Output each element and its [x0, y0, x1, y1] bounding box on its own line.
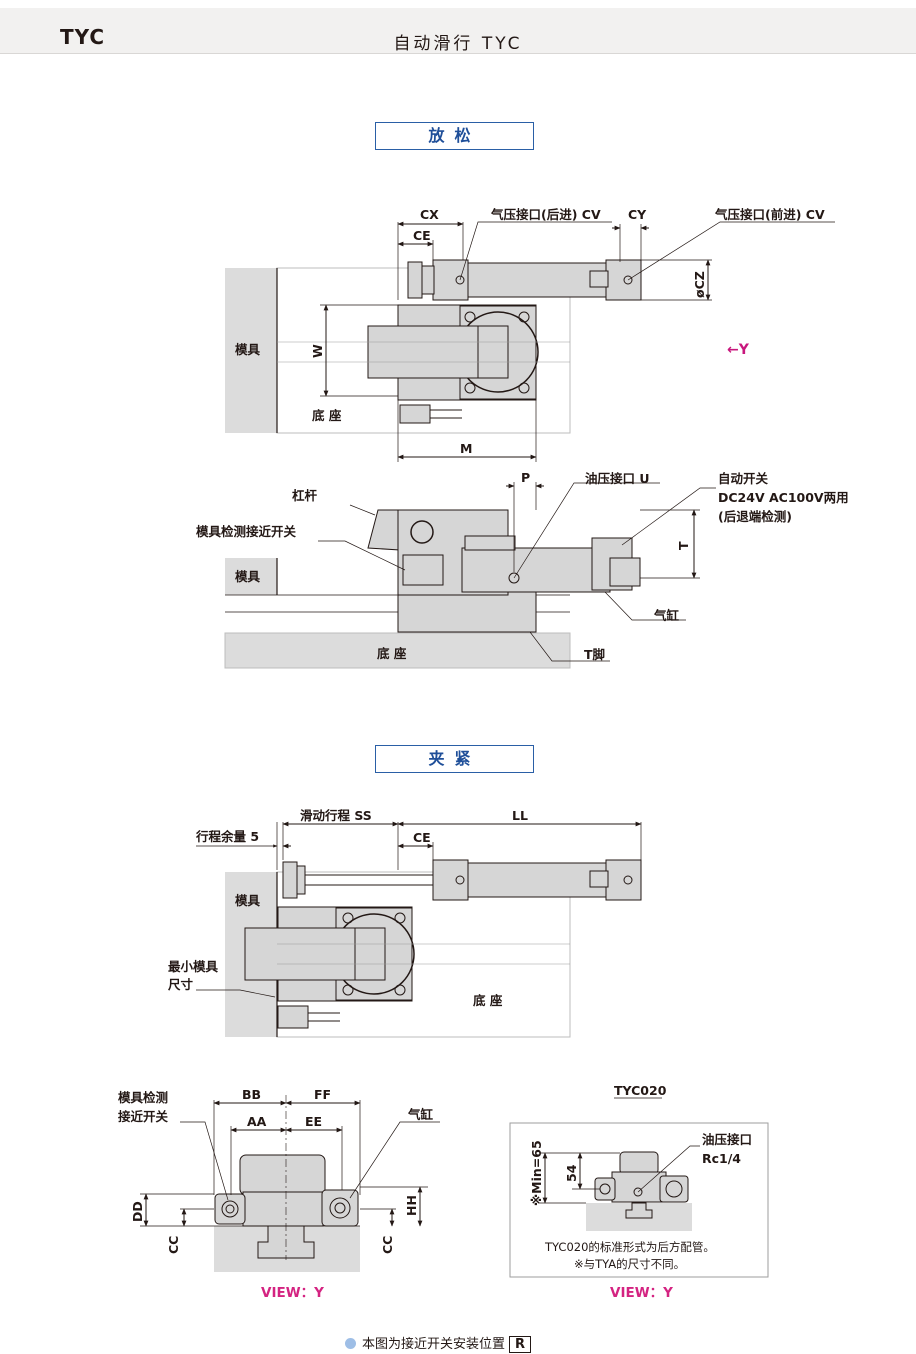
page-header: TYC 自动滑行 TYC	[0, 8, 916, 54]
cylinder-tube	[467, 262, 607, 298]
dim-dd-label: DD	[130, 1201, 145, 1222]
dim-cc-left-label: CC	[166, 1236, 181, 1254]
min-mold-size-label: 尺寸	[168, 977, 194, 992]
lever-label: 杠杆	[292, 488, 318, 503]
release-side-mold-label: 模具	[235, 569, 261, 584]
air-port-front-label: 气压接口(前进) CV	[714, 207, 825, 222]
dim-ll-label: LL	[512, 808, 528, 823]
t-foot-block	[397, 591, 537, 633]
footnote-badge: R	[509, 1336, 532, 1353]
dim-w-label: W	[310, 344, 325, 358]
cylinder-label: 气缸	[653, 608, 680, 623]
view-y-arrow-label: ←Y	[727, 342, 750, 358]
tyc020-model-label: TYC020	[614, 1083, 667, 1098]
dim-min65-label: ※Min=65	[529, 1140, 544, 1206]
release-top-view	[225, 221, 835, 462]
release-side-view	[224, 482, 716, 669]
bullet-dot-icon	[345, 1338, 356, 1349]
view-sensor-label: 模具检测	[118, 1090, 168, 1105]
section-release-title: 放松	[375, 122, 534, 150]
air-port-back-label: 气压接口(后进) CV	[490, 207, 601, 222]
min-mold-label: 最小模具	[168, 959, 219, 974]
slide-stroke-label: 滑动行程 SS	[300, 808, 372, 823]
clamp-top-view	[196, 821, 642, 1038]
mold-sensor	[399, 404, 431, 424]
dim-54-label: 54	[564, 1164, 579, 1182]
stroke-margin-label: 行程余量 5	[195, 829, 259, 844]
dim-ff-label: FF	[314, 1087, 331, 1102]
view-y-left	[140, 1095, 440, 1272]
release-side-base-label: 底 座	[377, 646, 407, 661]
footnote-text: 本图为接近开关安装位置	[362, 1337, 506, 1352]
tyc020-note-1: TYC020的标准形式为后方配管。	[544, 1240, 715, 1254]
tyc020-note-2: ※与TYA的尺寸不同。	[574, 1257, 685, 1271]
tyc020-oil-port-size: Rc1/4	[702, 1151, 741, 1166]
section-clamp-title: 夹紧	[375, 745, 534, 773]
clamp-base-label: 底 座	[473, 993, 503, 1008]
view-cylinder-label: 气缸	[407, 1107, 434, 1122]
release-top-mold-label: 模具	[235, 342, 261, 357]
view-y-right-frame	[509, 1097, 769, 1278]
page-title: 自动滑行 TYC	[393, 34, 523, 54]
t-foot-label: T脚	[584, 647, 605, 662]
dim-ee-label: EE	[305, 1114, 322, 1129]
auto-switch-detect-label: (后退端检测)	[718, 509, 792, 524]
side-cylinder	[461, 547, 611, 593]
dim-hh-label: HH	[404, 1195, 419, 1216]
dim-p-label: P	[521, 470, 530, 485]
dim-bb-label: BB	[242, 1087, 261, 1102]
view-sensor-label-2: 接近开关	[118, 1109, 169, 1124]
clamp-dim-ce-label: CE	[413, 830, 431, 845]
cylinder-cap	[605, 259, 642, 301]
dim-aa-label: AA	[247, 1114, 267, 1129]
view-y-right-label: VIEW：Y	[610, 1285, 673, 1301]
base-rail	[224, 632, 571, 669]
tyc020-oil-port-label: 油压接口	[702, 1132, 752, 1147]
view-y-left-label: VIEW：Y	[261, 1285, 324, 1301]
dim-cc-right-label: CC	[380, 1236, 395, 1254]
dim-t-label: T	[676, 541, 691, 550]
mold-sensor-label: 模具检测接近开关	[196, 524, 297, 539]
auto-switch-label: 自动开关	[718, 471, 769, 486]
dim-cy-label: CY	[628, 207, 647, 222]
cylinder-head	[432, 259, 469, 301]
oil-port-label: 油压接口 U	[585, 471, 650, 486]
dim-m-label: M	[460, 441, 472, 456]
dim-ce-label: CE	[413, 228, 431, 243]
clamp-mold-label: 模具	[235, 893, 261, 908]
auto-switch-voltage-label: DC24V AC100V两用	[718, 490, 849, 505]
dim-cz-label: øCZ	[692, 271, 707, 298]
dim-cx-label: CX	[420, 207, 439, 222]
brand-label: TYC	[60, 25, 106, 49]
release-top-base-label: 底 座	[312, 408, 342, 423]
mold-block	[225, 268, 277, 433]
